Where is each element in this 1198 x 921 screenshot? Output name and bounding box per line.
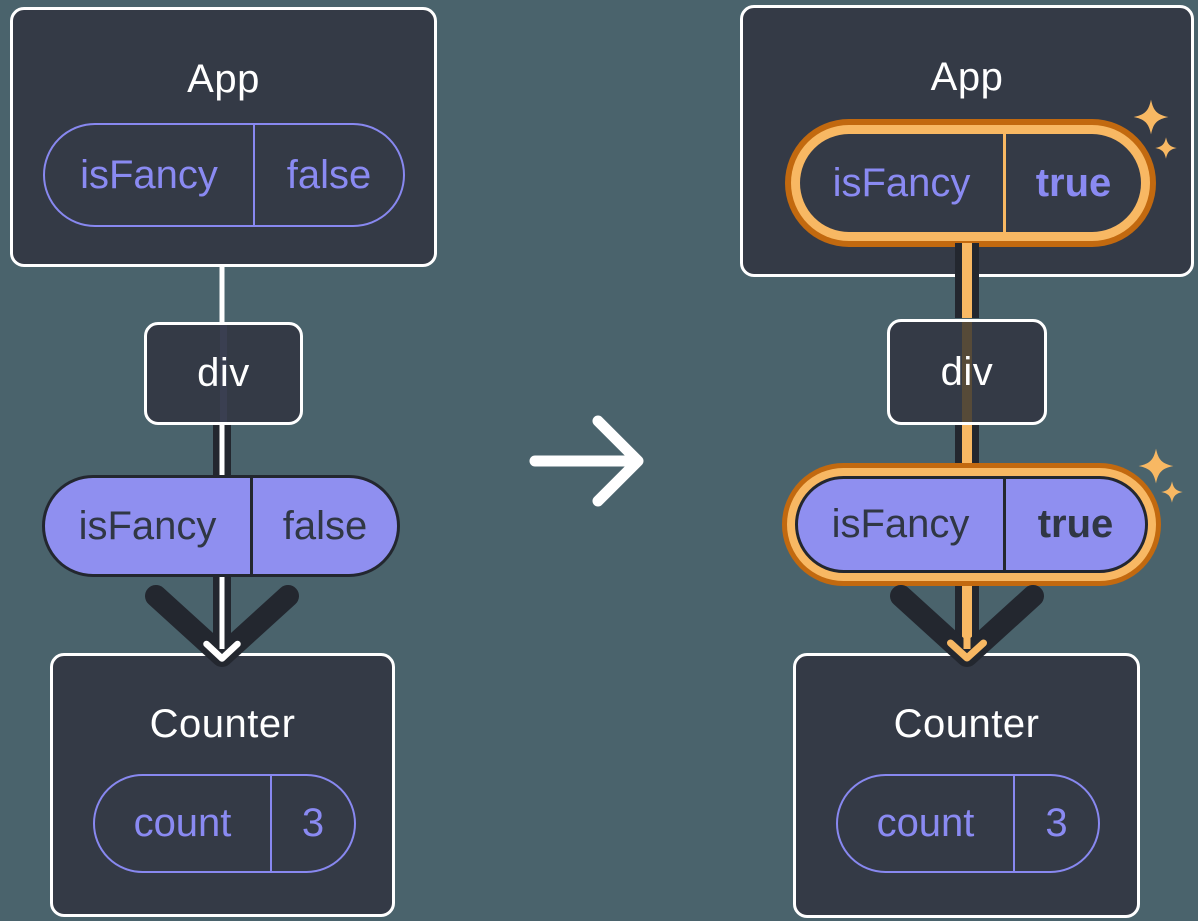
left-passed-prop-pill: isFancy false — [42, 475, 400, 577]
right-app-title: App — [930, 55, 1004, 99]
left-counter-state-pill: count 3 — [93, 774, 356, 873]
prop-value: false — [282, 503, 368, 548]
right-arrowhead-dark — [890, 585, 1044, 667]
prop-value-cell: false — [253, 125, 403, 225]
right-counter-title: Counter — [893, 702, 1040, 746]
left-app-div-connector-line — [219, 264, 225, 326]
left-app-card: App isFancy false — [10, 7, 437, 267]
prop-value: true — [1037, 502, 1114, 546]
prop-value-cell: false — [250, 478, 397, 574]
prop-name: isFancy — [831, 502, 970, 546]
left-arrowhead-dark — [145, 585, 299, 667]
right-app-card: App isFancy true — [740, 5, 1194, 277]
sparkle-icon — [1161, 481, 1183, 503]
prop-name-cell: isFancy — [45, 478, 250, 574]
state-name: count — [133, 801, 232, 845]
prop-value: false — [286, 152, 372, 197]
prop-value: true — [1035, 160, 1112, 205]
prop-value-cell: true — [1003, 479, 1145, 570]
left-div-card: div — [144, 322, 303, 425]
state-name-cell: count — [838, 776, 1013, 871]
right-counter-card: Counter count 3 — [793, 653, 1140, 918]
right-app-prop-pill-highlighted: isFancy true — [800, 134, 1141, 232]
prop-name-cell: isFancy — [45, 125, 253, 225]
right-arrow-icon — [529, 415, 644, 507]
prop-value-cell: true — [1003, 134, 1141, 232]
left-app-title: App — [187, 57, 260, 101]
state-value: 3 — [1045, 801, 1068, 845]
right-counter-state-pill: count 3 — [836, 774, 1100, 873]
prop-name: isFancy — [78, 503, 217, 548]
state-value-cell: 3 — [1013, 776, 1098, 871]
left-div-pipe-showthrough — [220, 325, 227, 422]
prop-name-cell: isFancy — [800, 134, 1003, 232]
left-app-prop-pill: isFancy false — [43, 123, 405, 227]
state-name: count — [876, 801, 975, 845]
right-div-label: div — [940, 349, 994, 394]
prop-name: isFancy — [80, 152, 218, 197]
right-div-pipe-showthrough — [962, 322, 972, 422]
state-value-cell: 3 — [270, 776, 354, 871]
state-value: 3 — [301, 801, 325, 845]
left-counter-card: Counter count 3 — [50, 653, 395, 917]
right-passed-prop-pill-highlighted: isFancy true — [795, 476, 1148, 573]
prop-name: isFancy — [832, 160, 971, 205]
prop-name-cell: isFancy — [798, 479, 1003, 570]
left-counter-title: Counter — [149, 702, 296, 746]
state-name-cell: count — [95, 776, 270, 871]
left-div-label: div — [197, 351, 250, 395]
right-div-card: div — [887, 319, 1047, 425]
